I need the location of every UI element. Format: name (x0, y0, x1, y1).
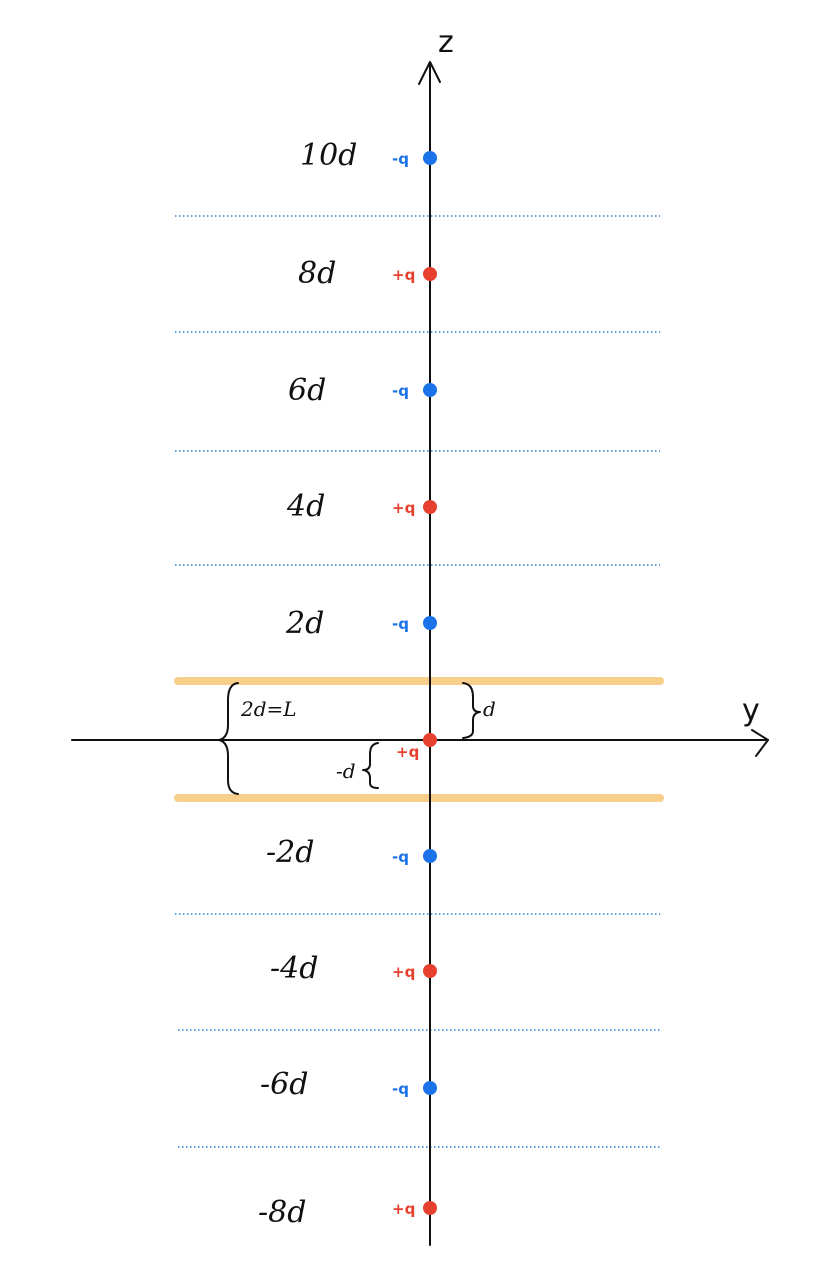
width-brace (218, 682, 239, 795)
charge-dot-negative (423, 616, 437, 630)
position-label: 4d (286, 489, 325, 524)
position-label: -6d (260, 1067, 308, 1102)
charge-dot-positive (423, 267, 437, 281)
upper-half-brace (462, 682, 481, 739)
charge-label: -q (392, 150, 409, 168)
position-label: 8d (298, 256, 336, 291)
charge-dot-positive (423, 1201, 437, 1215)
y-axis-arrowhead (751, 729, 769, 757)
charge-dot-negative (423, 383, 437, 397)
charge-dots (423, 151, 437, 1215)
width-annotation: 2d=L (240, 697, 297, 721)
charge-label: -q (392, 382, 409, 400)
charge-label: +q (392, 499, 415, 517)
charge-labels: -q +q -q +q -q +q -q +q -q +q (392, 150, 419, 1218)
charge-dot-negative (423, 849, 437, 863)
braces (218, 682, 481, 795)
position-label: -2d (266, 835, 314, 870)
charge-dot-positive (423, 964, 437, 978)
charge-label: +q (392, 963, 415, 981)
lower-half-brace (362, 742, 379, 789)
position-label: -8d (258, 1195, 306, 1230)
charge-dot-negative (423, 1081, 437, 1095)
charge-label: -q (392, 615, 409, 633)
y-axis-label: y (742, 693, 760, 728)
z-axis-arrowhead (418, 61, 441, 85)
dotted-separator-lines (175, 215, 662, 1148)
upper-half-annotation: d (483, 697, 496, 721)
position-labels: 10d 8d 6d 4d 2d -2d -4d -6d -8d (258, 138, 357, 1230)
charge-label: -q (392, 848, 409, 866)
position-label: -4d (270, 951, 318, 986)
position-label: 2d (285, 606, 324, 641)
position-label: 10d (300, 138, 357, 173)
z-axis-label: z (438, 25, 454, 60)
position-label: 6d (288, 373, 326, 408)
charge-dot-positive (423, 500, 437, 514)
charge-dot-negative (423, 151, 437, 165)
charge-label: +q (392, 266, 415, 284)
lower-half-annotation: -d (336, 759, 356, 783)
charge-dot-positive (423, 733, 437, 747)
charge-label: +q (392, 1200, 415, 1218)
charge-label: +q (396, 743, 419, 761)
axes (71, 61, 769, 1246)
charge-label: -q (392, 1080, 409, 1098)
